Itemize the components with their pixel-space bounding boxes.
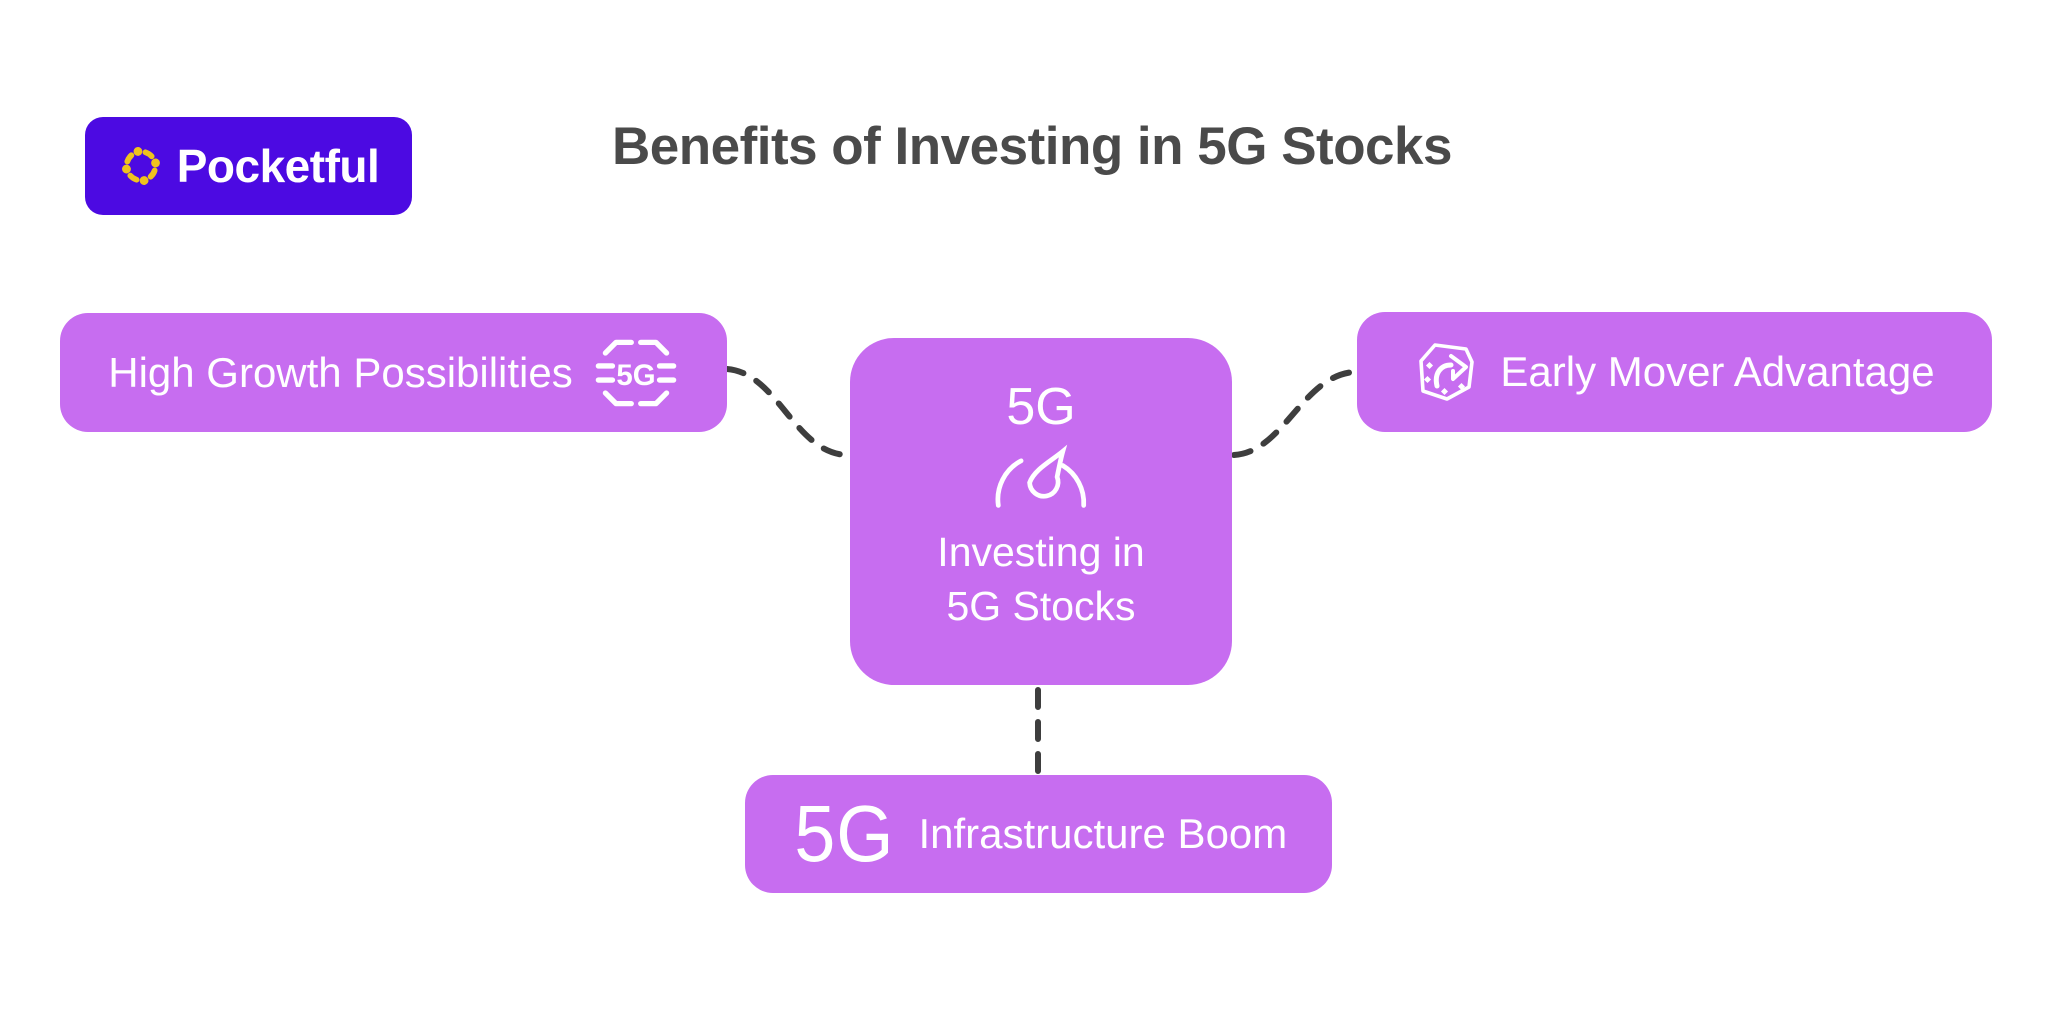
center-node-label: Investing in 5G Stocks — [937, 525, 1144, 634]
node-label: Infrastructure Boom — [918, 810, 1288, 857]
pocketful-flower-icon — [121, 147, 160, 185]
node-5g-infrastructure-boom: 5G Infrastructure Boom — [745, 775, 1332, 893]
node-early-mover-advantage: Early Mover Advantage — [1357, 312, 1992, 432]
connector-center-to-early-mover — [1231, 369, 1357, 458]
early-mover-arrow-icon — [1419, 343, 1475, 401]
speedometer-gauge-icon — [995, 444, 1087, 508]
pocketful-logo: Pocketful — [85, 117, 412, 215]
node-investing-in-5g-stocks: 5G Investing in 5G Stocks — [850, 338, 1232, 685]
page-title: Benefits of Investing in 5G Stocks — [611, 117, 1453, 176]
infrastructure-5g-prefix: 5G — [794, 789, 895, 878]
node-label: High Growth Possibilities — [108, 348, 573, 396]
svg-text:5G: 5G — [616, 358, 655, 391]
center-node-label-line1: Investing in — [937, 528, 1145, 575]
node-label: Early Mover Advantage — [1500, 348, 1935, 395]
center-node-label-line2: 5G Stocks — [946, 583, 1136, 630]
connector-high-growth-to-center — [724, 366, 849, 458]
pocketful-logo-text: Pocketful — [176, 140, 380, 192]
center-5g-badge: 5G — [1006, 378, 1076, 436]
node-high-growth-possibilities: High Growth Possibilities 5G — [60, 313, 727, 432]
5g-network-icon: 5G — [595, 339, 677, 406]
